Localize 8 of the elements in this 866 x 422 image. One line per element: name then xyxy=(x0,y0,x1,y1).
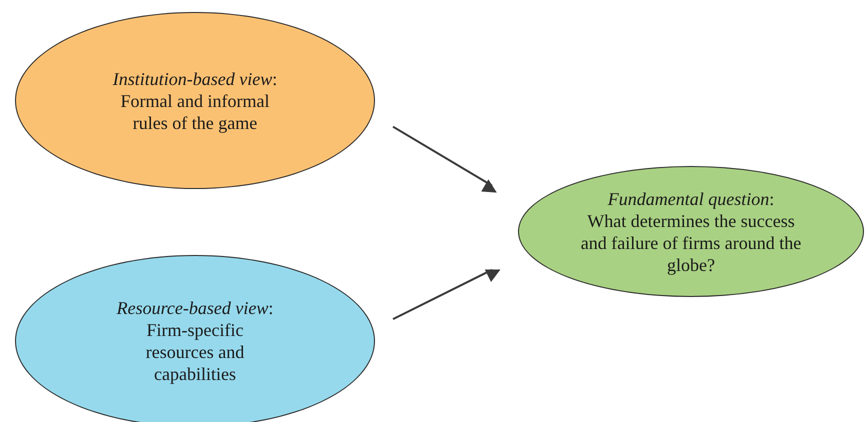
ellipse-heading: Fundamental question: xyxy=(608,188,774,210)
ellipse-heading: Resource-based view: xyxy=(116,297,274,319)
ellipse-heading: Institution-based view: xyxy=(112,68,278,90)
arrow xyxy=(392,126,497,193)
ellipse-text: Formal and informal rules of the game xyxy=(120,90,270,134)
ellipse-text: What determines the success and failure of firms around the globe? xyxy=(580,210,802,276)
ellipse-text: Firm-specific resources and capabilities xyxy=(144,319,246,385)
arrow xyxy=(392,268,500,320)
